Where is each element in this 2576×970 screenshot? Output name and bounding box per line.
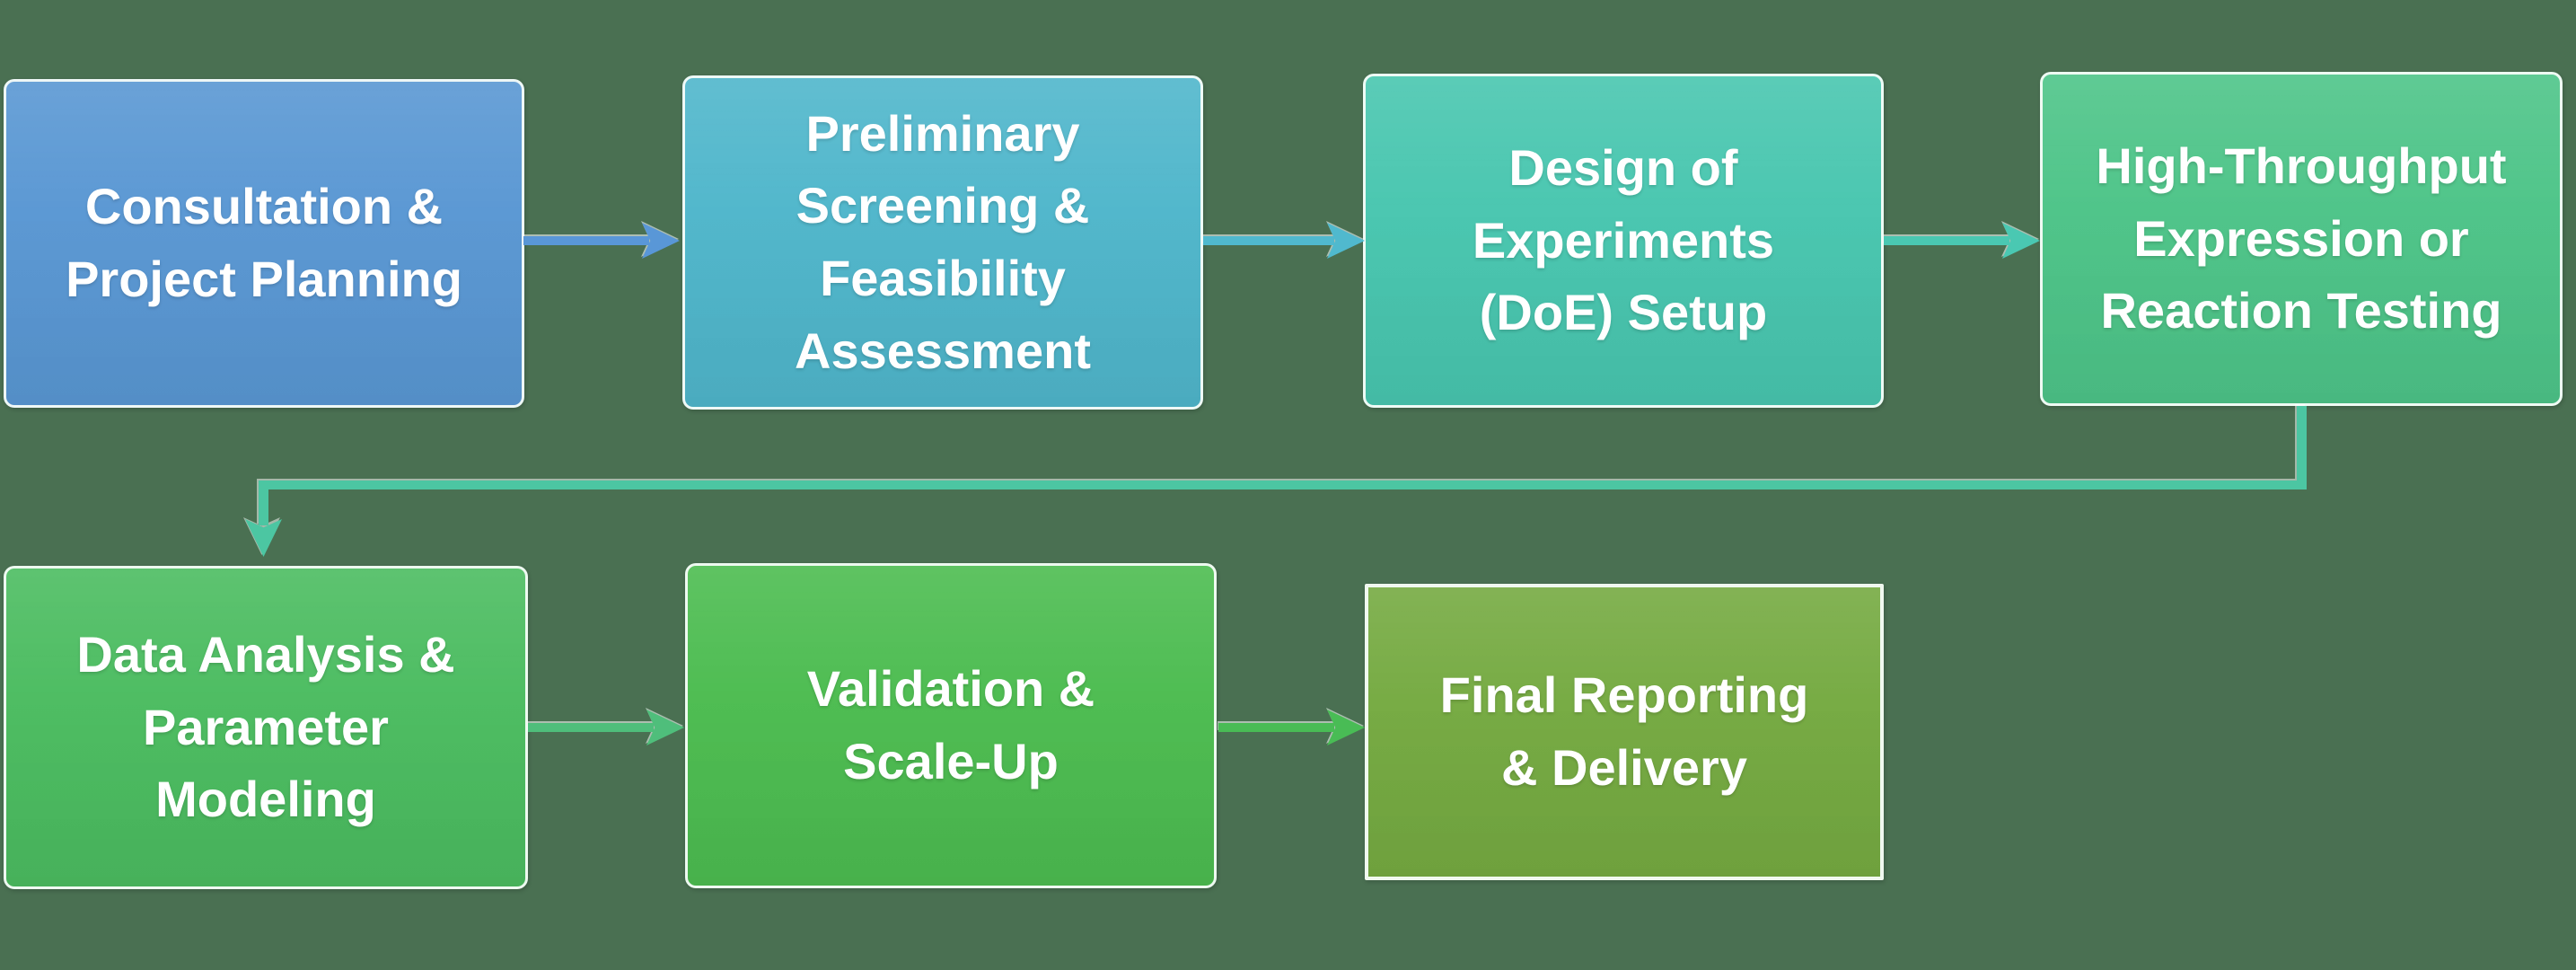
flow-box-label: Design of Experiments (DoE) Setup [1472, 139, 1775, 341]
flow-box-doe-setup: Design of Experiments (DoE) Setup [1363, 74, 1884, 408]
flow-box-label: High-Throughput Expression or Reaction T… [2096, 137, 2507, 340]
flow-box-label: Data Analysis & Parameter Modeling [76, 626, 455, 828]
arrow-head-down-icon [245, 519, 282, 557]
flow-box-consultation-planning: Consultation & Project Planning [4, 79, 524, 408]
flow-box-label: Preliminary Screening & Feasibility Asse… [795, 104, 1091, 379]
connector-segment-vertical [259, 481, 268, 525]
arrow-shaft [528, 723, 654, 732]
arrow-screening-to-doe-icon [1203, 223, 1365, 259]
flow-box-validation-scaleup: Validation & Scale-Up [685, 563, 1217, 888]
connector-segment-horizontal [259, 481, 2307, 489]
arrow-doe-to-testing-icon [1884, 223, 2040, 259]
flow-box-label: Validation & Scale-Up [806, 660, 1095, 789]
arrow-validation-to-reporting-icon [1218, 710, 1365, 745]
flow-box-label: Consultation & Project Planning [66, 178, 462, 307]
arrow-analysis-to-validation-icon [528, 710, 684, 745]
arrow-shaft [1218, 723, 1334, 732]
flow-box-label: Final Reporting & Delivery [1439, 666, 1809, 796]
arrow-shaft [1203, 236, 1334, 245]
arrow-shaft [1884, 236, 2009, 245]
arrow-shaft [523, 236, 649, 245]
flow-box-preliminary-screening: Preliminary Screening & Feasibility Asse… [682, 75, 1203, 410]
flow-box-high-throughput-testing: High-Throughput Expression or Reaction T… [2040, 72, 2563, 406]
connector-segment-vertical [2297, 406, 2307, 489]
arrow-consultation-to-screening-icon [523, 223, 680, 259]
flow-box-final-reporting: Final Reporting & Delivery [1365, 584, 1884, 880]
flow-box-data-analysis-modeling: Data Analysis & Parameter Modeling [4, 566, 528, 889]
